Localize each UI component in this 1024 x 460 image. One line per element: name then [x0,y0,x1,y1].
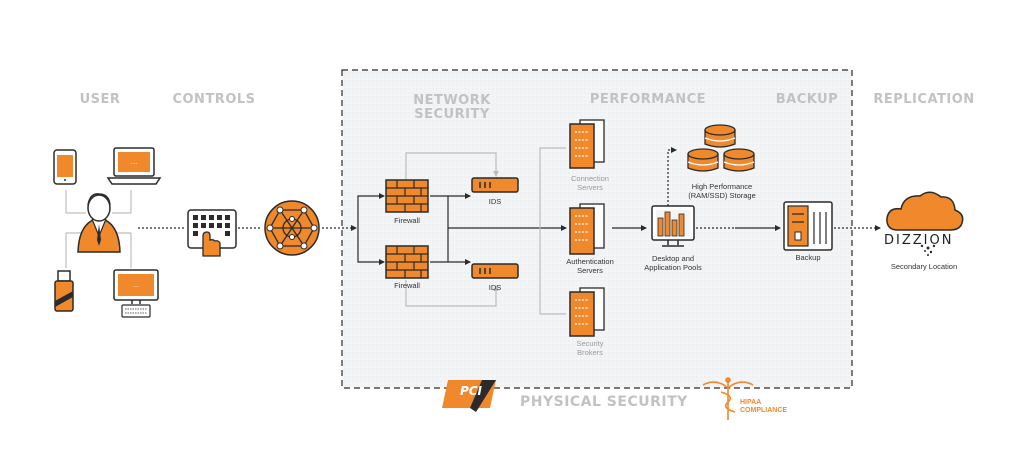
ids-top-icon [471,177,519,193]
desktop-monitor-icon: .... [113,269,159,318]
pci-logo-icon [442,380,496,412]
replication-cloud-icon [886,191,964,256]
internet-globe-icon [264,200,320,256]
label-connection-servers-line2: Servers [577,183,603,192]
label-authentication-servers-line1: Authentication [566,257,614,266]
hipaa-line1: HIPAA [740,399,762,406]
label-storage-line2: (RAM/SSD) Storage [688,191,756,200]
header-controls: CONTROLS [172,92,256,107]
label-desktop-pools: Desktop and Application Pools [630,254,716,272]
label-connection-servers-line1: Connection [571,174,609,183]
header-performance: PERFORMANCE [589,92,707,107]
label-authentication-servers: Authentication Servers [552,257,628,275]
keypad-control-icon [187,209,237,257]
label-storage-line1: High Performance [691,182,753,191]
physical-security-label: PHYSICAL SECURITY [520,394,688,410]
firewall-top-icon [385,179,429,213]
label-security-brokers-line2: Brokers [577,348,603,357]
tablet-icon [53,149,77,185]
header-network-security: NETWORK SECURITY [392,94,512,122]
header-replication: REPLICATION [873,92,975,107]
label-storage: High Performance (RAM/SSD) Storage [676,182,768,200]
dizzion-logo: DIZZION [884,233,954,248]
label-ids-top: IDS [488,197,502,206]
label-connection-servers: Connection Servers [552,174,628,192]
svg-text:....: .... [131,160,138,166]
authentication-server-icon [569,203,605,255]
label-desktop-pools-line2: Application Pools [644,263,702,272]
label-firewall-bottom: Firewall [394,281,420,290]
label-firewall-top: Firewall [394,216,420,225]
hipaa-line2: COMPLIANCE [740,407,788,414]
hipaa-compliance-logo: HIPAA COMPLIANCE [740,399,787,415]
header-network-security-line2: SECURITY [414,107,490,122]
label-secondary-location: Secondary Location [890,262,958,271]
header-backup: BACKUP [775,92,839,107]
usb-drive-icon [54,270,74,312]
connection-server-icon [569,119,605,169]
label-desktop-pools-line1: Desktop and [651,254,695,263]
header-network-security-line1: NETWORK [413,93,491,108]
label-backup: Backup [795,253,821,262]
header-user: USER [79,92,121,107]
security-broker-server-icon [569,287,605,337]
pci-logo-text: PCI [459,384,483,398]
ids-bottom-icon [471,263,519,279]
connectors [65,147,881,315]
label-authentication-servers-line2: Servers [577,266,603,275]
backup-server-icon [783,201,833,251]
label-security-brokers-line1: Security [576,339,604,348]
firewall-bottom-icon [385,245,429,279]
svg-text:....: .... [133,283,140,289]
user-avatar-icon [77,193,121,253]
storage-database-icon [687,124,755,172]
label-security-brokers: Security Brokers [552,339,628,357]
desktop-pools-icon [651,205,695,247]
laptop-icon: .... [106,147,162,185]
label-ids-bottom: IDS [488,283,502,292]
hipaa-caduceus-icon [702,377,754,420]
